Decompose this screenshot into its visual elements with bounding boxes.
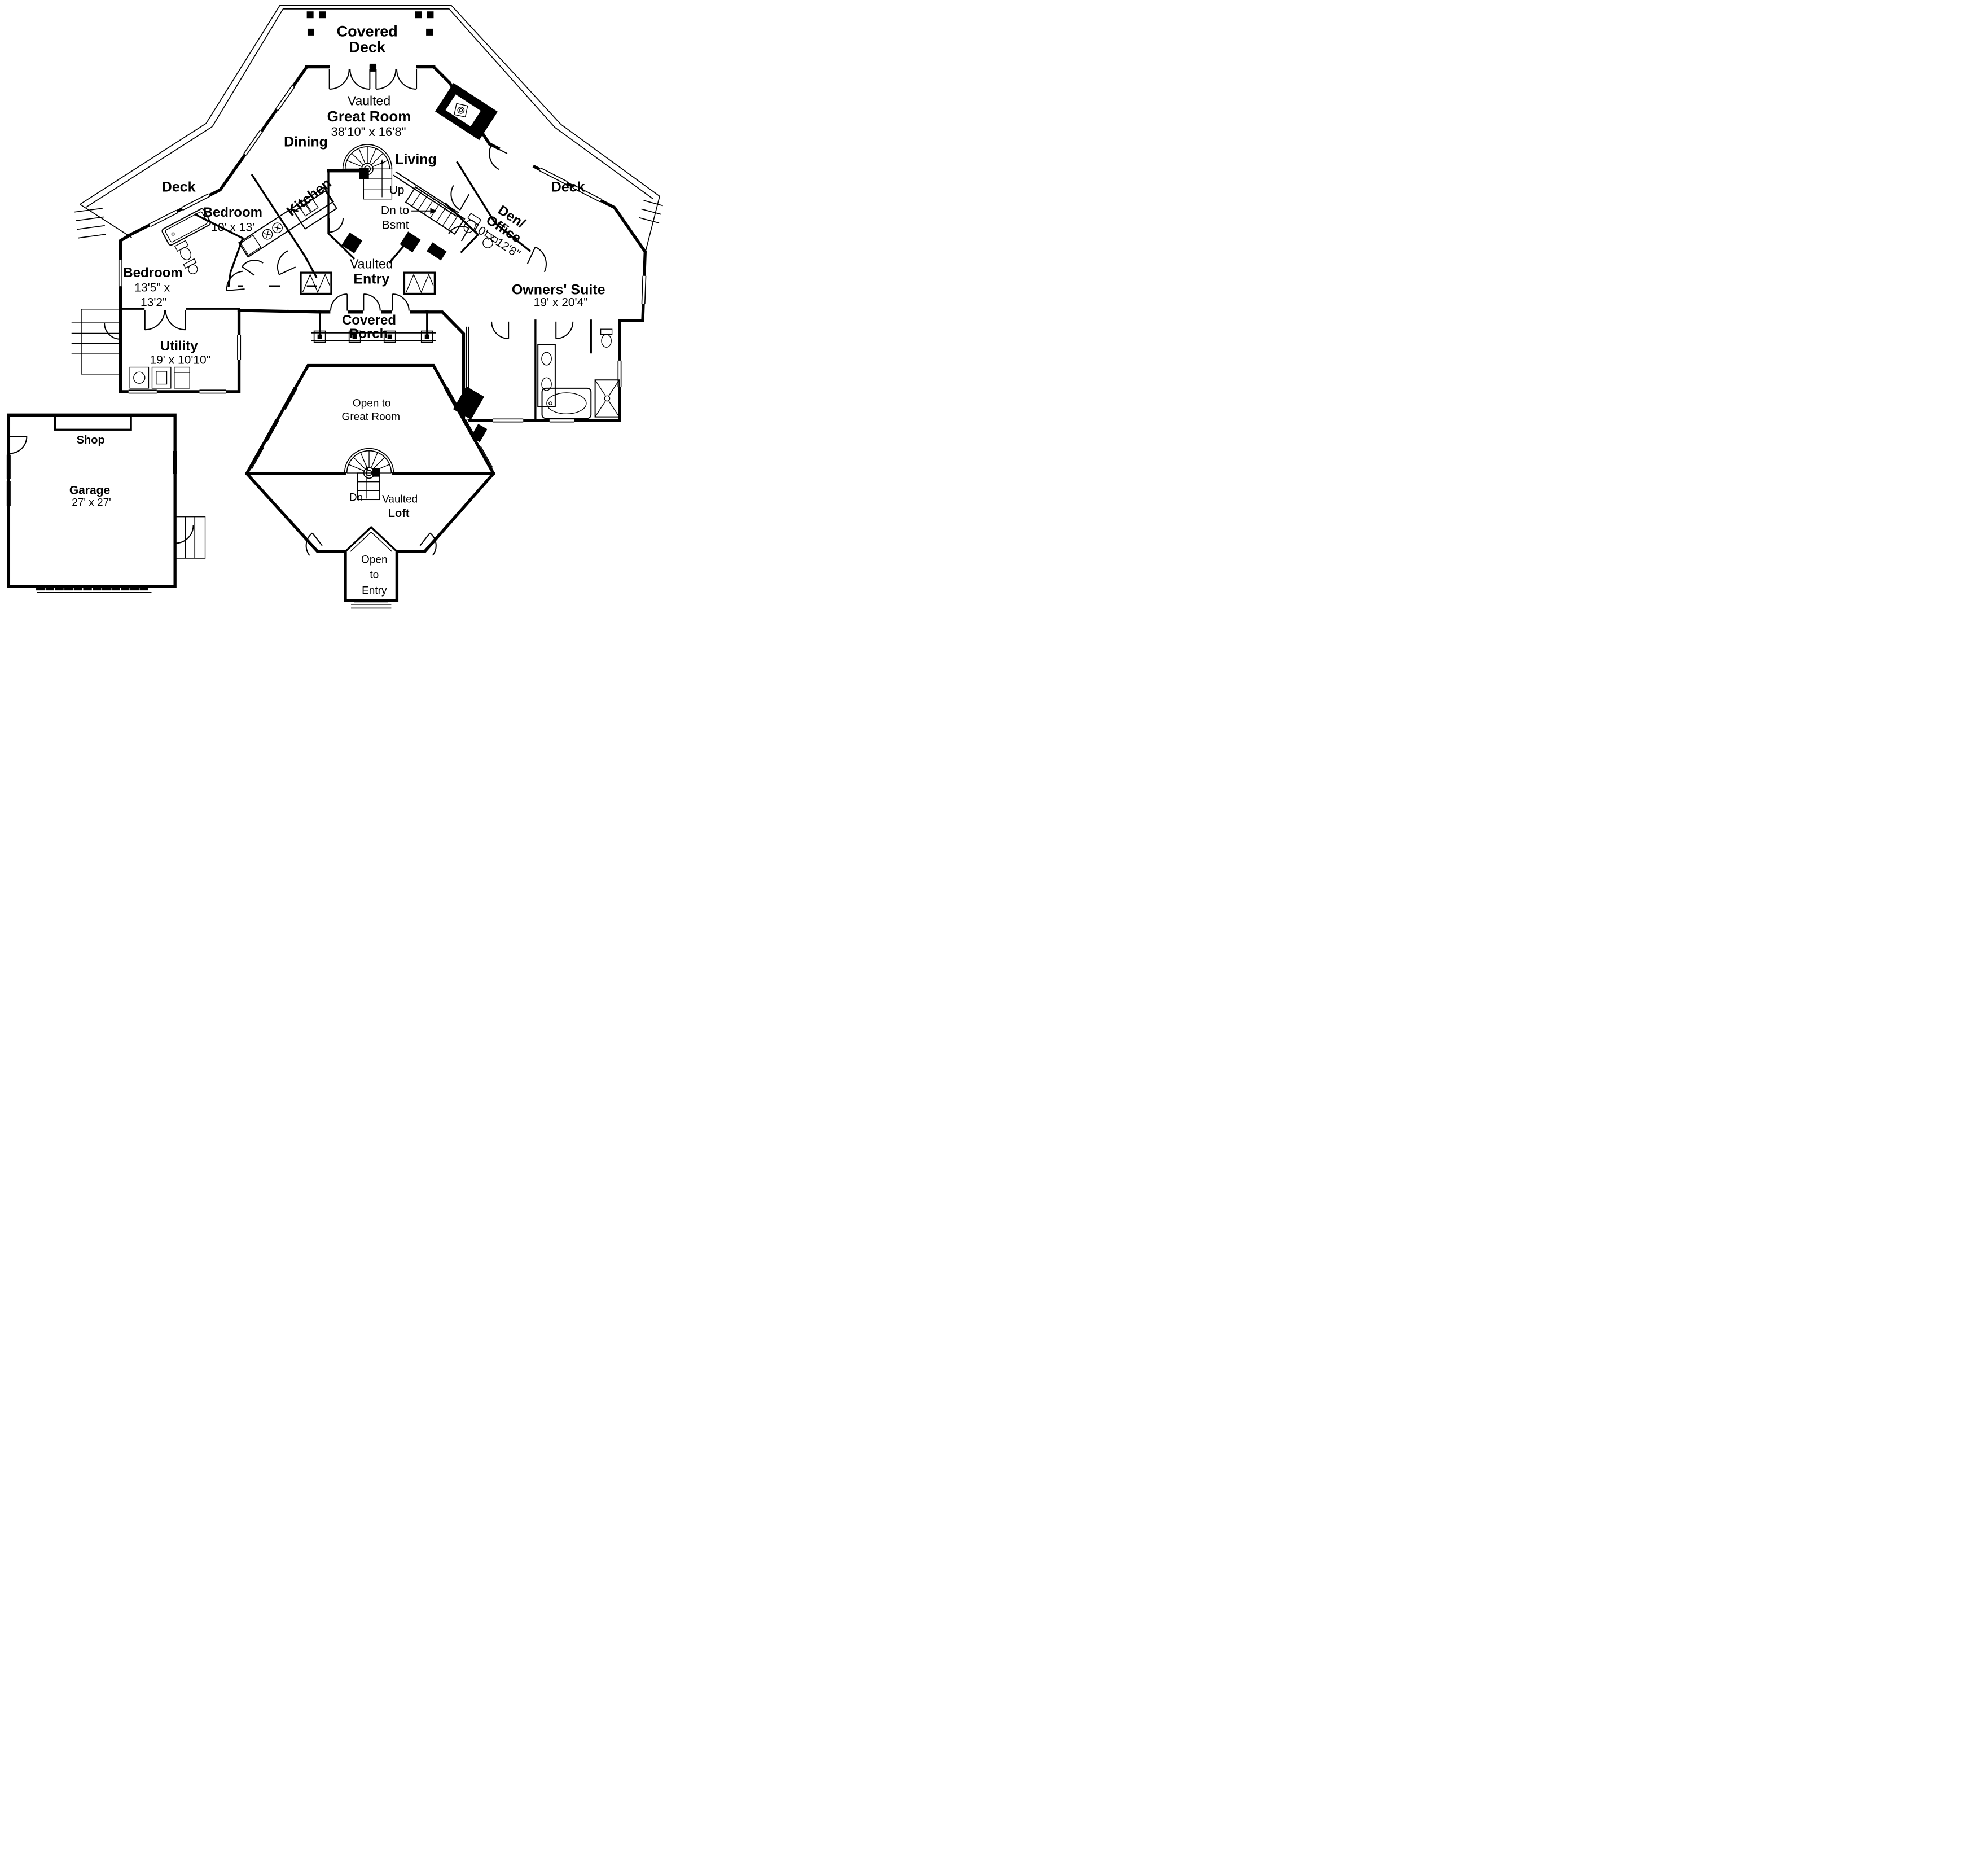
deck-posts	[306, 11, 434, 36]
entry-closets	[300, 271, 436, 295]
door-arc	[165, 310, 186, 331]
floor-plan: Covered Deck Vaulted Great Room 38'10" x…	[0, 0, 663, 619]
door-arc	[489, 144, 508, 170]
door-arc	[226, 270, 245, 291]
label-deck-right: Deck	[551, 179, 585, 195]
door-arc	[277, 250, 296, 275]
label-open-entry-3: Entry	[362, 585, 387, 597]
label-stairs-dn-2: Bsmt	[381, 218, 409, 232]
label-bedroom2: Bedroom	[123, 265, 183, 280]
label-utility-dims: 19' x 10'10"	[150, 353, 211, 367]
door-arc	[144, 310, 165, 331]
label-loft-vaulted: Vaulted	[382, 493, 418, 506]
bath-left-fixtures	[161, 208, 211, 274]
door-arc	[491, 321, 510, 339]
basement-stair	[393, 171, 466, 235]
door-arc	[396, 69, 418, 90]
label-porch-1: Covered	[341, 313, 397, 328]
garage-structure	[7, 413, 206, 593]
door-arc	[242, 260, 264, 276]
label-loft-dn: Dn	[349, 492, 363, 504]
deck-outline	[80, 5, 660, 252]
label-garage: Garage	[69, 484, 111, 497]
door-arc	[328, 69, 350, 90]
porch-posts	[313, 330, 433, 343]
label-owners-suite-dims: 19' x 20'4"	[533, 296, 588, 309]
label-open-great-2: Great Room	[341, 411, 401, 423]
label-stairs-dn-1: Dn to	[380, 204, 410, 217]
label-living: Living	[395, 151, 437, 168]
label-porch-2: Porch	[349, 326, 388, 341]
label-dining: Dining	[284, 134, 328, 150]
spiral-stair-main	[326, 144, 393, 200]
fireplace	[435, 83, 498, 141]
label-open-entry-2: to	[370, 569, 379, 581]
plan-linework	[5, 5, 663, 609]
wall-poche	[341, 63, 447, 261]
label-stairs-up: Up	[389, 183, 405, 197]
powder-fixtures	[463, 213, 499, 248]
deck-steps-right	[639, 200, 663, 223]
door-arc	[448, 226, 469, 242]
label-open-great-1: Open to	[352, 397, 391, 410]
loft-outline	[244, 363, 495, 609]
label-shop: Shop	[76, 434, 105, 447]
label-bedroom2-dims-1: 13'5" x	[134, 281, 170, 295]
label-covered-deck-2: Deck	[349, 38, 385, 56]
label-great-room-dims: 38'10" x 16'8"	[331, 125, 406, 139]
label-bedroom2-dims-2: 13'2"	[141, 296, 167, 309]
utility-appliances	[129, 366, 190, 389]
door-arc	[392, 293, 410, 311]
door-arc	[555, 321, 574, 339]
kitchen-fixtures	[238, 186, 337, 258]
door-arc	[104, 323, 121, 340]
door-arc	[349, 69, 371, 90]
door-arc	[330, 293, 348, 311]
label-garage-dims: 27' x 27'	[72, 497, 111, 509]
label-loft: Loft	[388, 507, 410, 520]
label-deck-left: Deck	[161, 179, 196, 195]
label-bedroom1: Bedroom	[203, 205, 262, 220]
owners-bath-fixtures	[466, 326, 620, 419]
label-owners-suite: Owners' Suite	[511, 282, 605, 298]
label-covered-deck-1: Covered	[336, 23, 398, 40]
door-arc	[375, 69, 397, 90]
label-entry: Entry	[353, 271, 390, 287]
label-entry-vaulted: Vaulted	[350, 256, 393, 271]
door-arc	[419, 532, 437, 556]
door-arc	[10, 436, 28, 454]
label-open-entry-1: Open	[361, 554, 388, 566]
label-great-room: Great Room	[327, 108, 411, 125]
covered-porch-structure	[311, 311, 436, 343]
deck-steps-left	[74, 208, 106, 239]
spiral-stair-loft	[344, 448, 394, 501]
doors	[10, 69, 574, 556]
label-utility: Utility	[160, 338, 198, 354]
label-bedroom1-dims: 10' x 13'	[211, 221, 255, 234]
side-stoop	[71, 309, 121, 375]
label-great-room-vaulted: Vaulted	[347, 93, 391, 108]
door-arc	[526, 246, 547, 273]
door-arc	[305, 532, 323, 556]
door-arc	[328, 218, 344, 233]
door-arc	[363, 293, 381, 311]
door-arc	[450, 185, 470, 211]
